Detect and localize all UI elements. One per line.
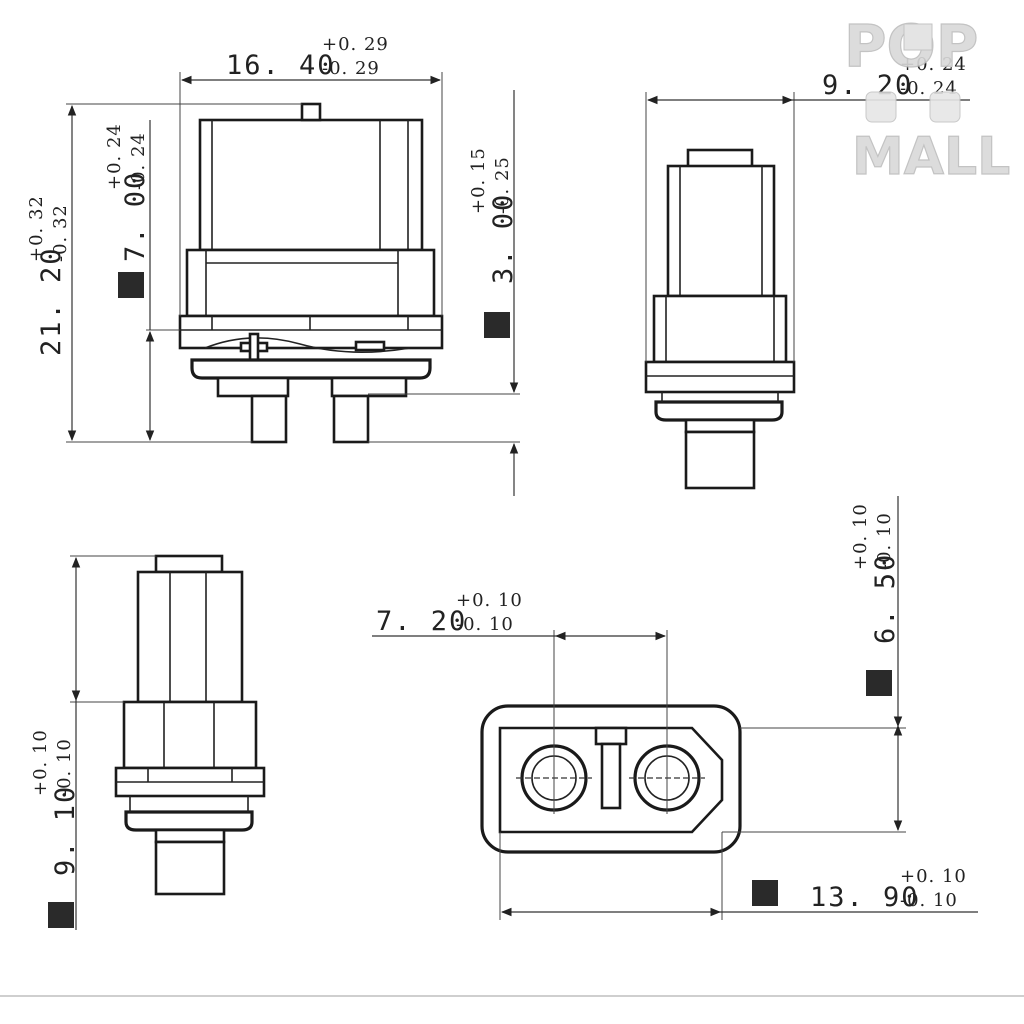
- body-height-nominal: 7. 00: [120, 171, 151, 262]
- gift-icon: [903, 23, 933, 51]
- front-height-nominal: 9. 10: [50, 785, 81, 876]
- critical-dimension-marker: [48, 902, 74, 928]
- side-flange: [644, 360, 796, 394]
- pin-length-nominal: 3. 00: [488, 193, 519, 284]
- upper-body: [198, 118, 424, 252]
- pin-spacing-minus: -0. 10: [456, 614, 514, 635]
- body-height-minus: -0. 24: [128, 132, 149, 190]
- face-width-nominal: 13. 90: [810, 882, 920, 913]
- dimension-side-width: 9. 20 +0. 24 -0. 24: [645, 54, 970, 362]
- pin-spacing-nominal: 7. 20: [376, 606, 467, 637]
- critical-dimension-marker: [866, 670, 892, 696]
- cart-icon: [865, 91, 897, 123]
- popmall-watermark-logo: POP MALL: [843, 11, 1010, 187]
- overall-height-minus: -0. 32: [50, 204, 71, 262]
- side-middle-body: [652, 294, 788, 364]
- base-rim: [190, 358, 432, 380]
- dimension-front-height: 9. 10 +0. 10 -0. 10: [30, 555, 156, 930]
- pin-length-plus: +0. 15: [468, 147, 489, 214]
- front-elevation-view: [178, 102, 444, 444]
- center-rib: [600, 742, 622, 810]
- overall-height-plus: +0. 32: [26, 195, 47, 262]
- side-pin: [684, 430, 756, 490]
- latch-nub: [300, 102, 322, 122]
- watermark-line2: MALL: [852, 127, 1010, 187]
- face-height-nominal: 6. 50: [870, 553, 901, 644]
- pin-length-minus: -0. 25: [492, 156, 513, 214]
- minus-symbol: [354, 340, 386, 352]
- pin-right: [332, 394, 370, 444]
- pin-left: [250, 394, 288, 444]
- dimension-pin-spacing: 7. 20 +0. 10 -0. 10: [372, 590, 668, 814]
- dimension-face-height: 6. 50 +0. 10 -0. 10: [722, 496, 906, 833]
- critical-dimension-marker: [752, 880, 778, 906]
- dimension-pin-length: 3. 00 +0. 15 -0. 25: [368, 90, 520, 496]
- dimension-face-width: 13. 90 +0. 10 -0. 10: [499, 832, 978, 920]
- end-pin: [154, 840, 226, 896]
- overall-height-nominal: 21. 20: [36, 246, 67, 356]
- pin-spacing-plus: +0. 10: [456, 590, 523, 611]
- dimension-body-height: 7. 00 +0. 24 -0. 24: [104, 120, 180, 442]
- dimension-top-width: 16. 40 +0. 29 -0. 29: [179, 34, 443, 316]
- face-width-minus: -0. 10: [900, 890, 958, 911]
- side-upper-body: [666, 164, 776, 298]
- front-height-plus: +0. 10: [30, 729, 51, 796]
- end-elevation-view: [114, 554, 266, 896]
- side-elevation-view: [644, 148, 796, 490]
- end-upper-body: [136, 570, 244, 704]
- top-width-plus: +0. 29: [322, 34, 389, 55]
- front-height-minus: -0. 10: [54, 738, 75, 796]
- face-height-minus: -0. 10: [874, 512, 895, 570]
- critical-dimension-marker: [484, 312, 510, 338]
- top-width-nominal: 16. 40: [226, 50, 336, 81]
- end-middle-body: [122, 700, 258, 770]
- critical-dimension-marker: [118, 272, 144, 298]
- top-width-minus: -0. 29: [322, 58, 380, 79]
- side-width-plus: +0. 24: [900, 54, 967, 75]
- face-height-plus: +0. 10: [850, 503, 871, 570]
- middle-body: [185, 248, 436, 318]
- dimension-overall-height: 21. 20 +0. 32 -0. 32: [26, 103, 302, 443]
- face-width-plus: +0. 10: [900, 866, 967, 887]
- mating-face-view: [480, 704, 742, 854]
- body-height-plus: +0. 24: [104, 123, 125, 190]
